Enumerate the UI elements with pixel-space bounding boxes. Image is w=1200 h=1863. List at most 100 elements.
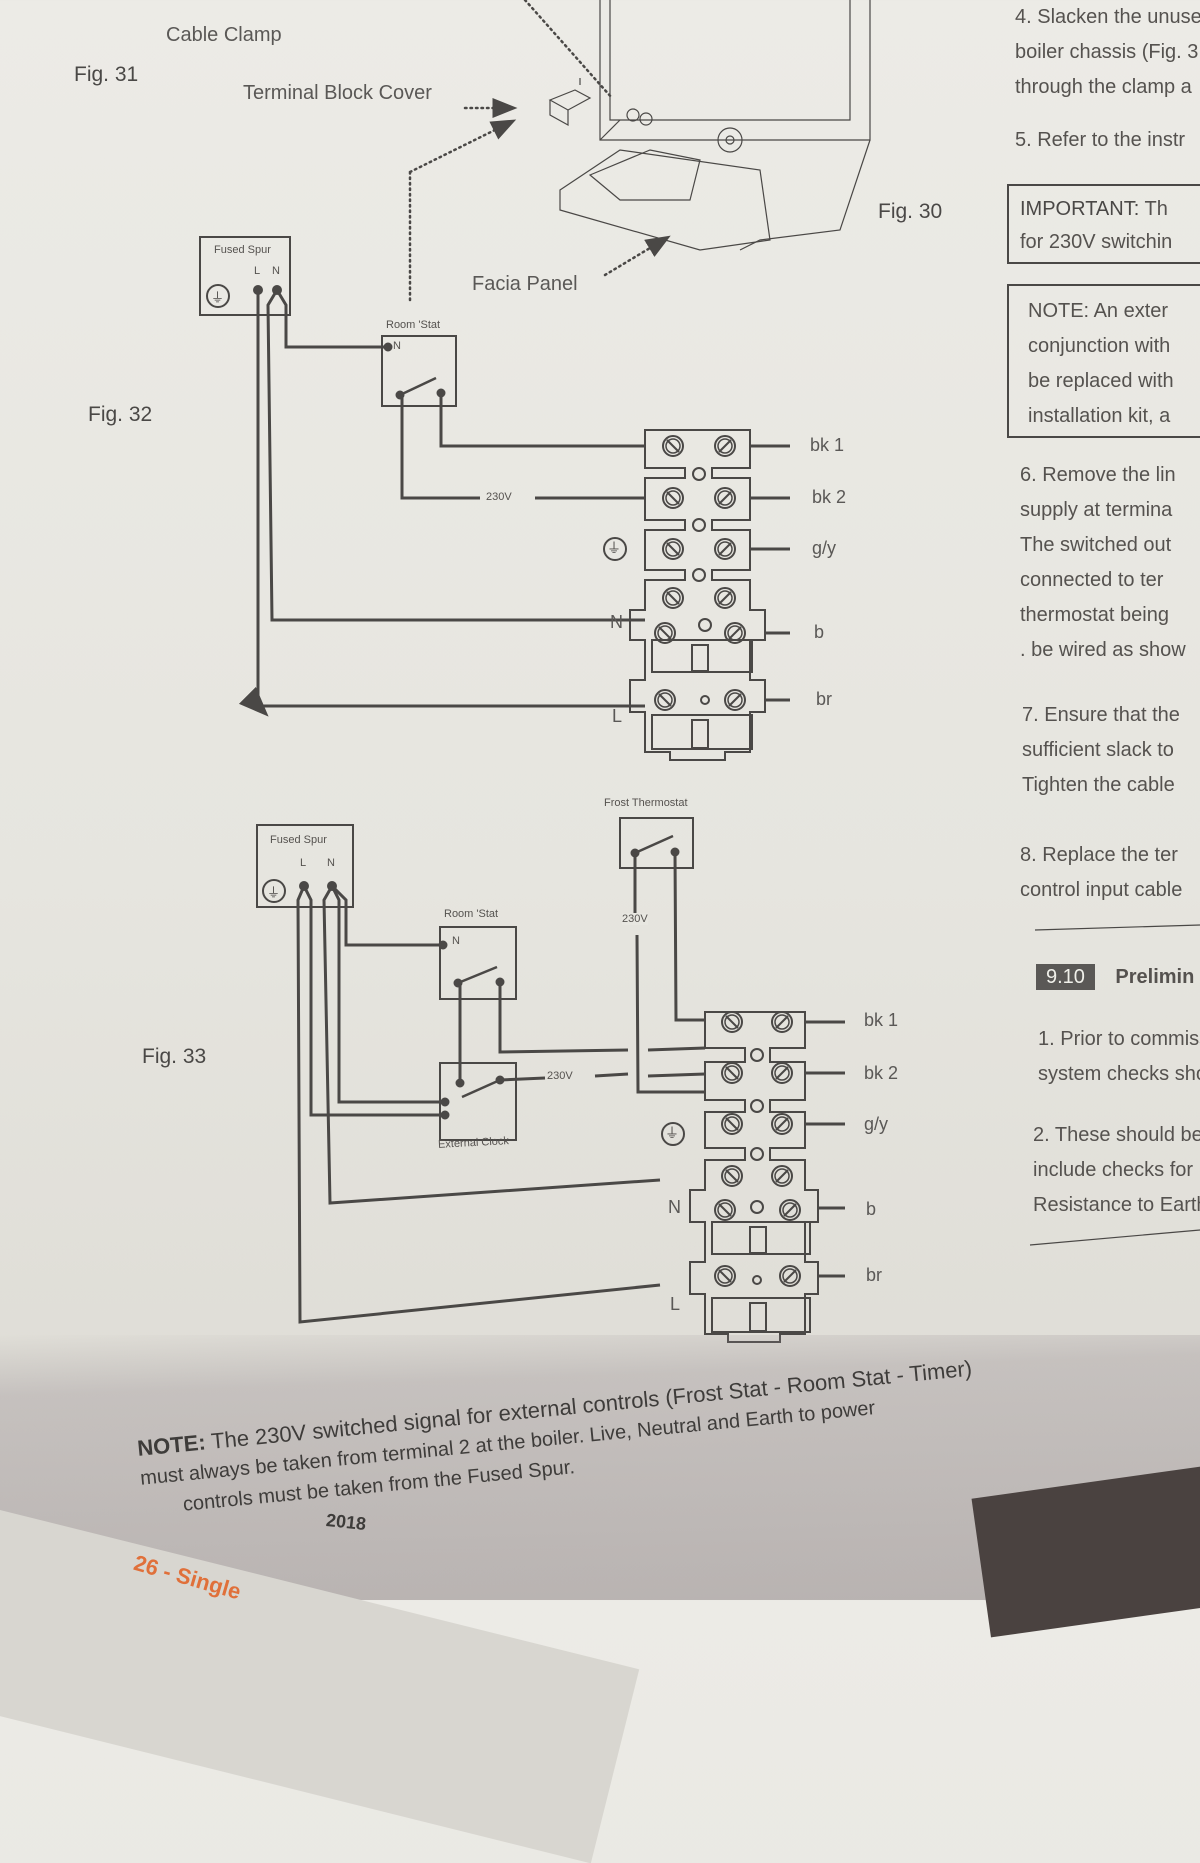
fig32-fused-spur-title: Fused Spur	[214, 244, 271, 256]
step-6-line: The switched out	[1020, 534, 1172, 556]
fig33-wire-bk1: bk 1	[864, 1010, 899, 1030]
screw-icon	[771, 1165, 793, 1187]
fig-33-caption: Fig. 33	[142, 1045, 207, 1068]
fig-30-caption: Fig. 30	[878, 200, 943, 223]
step-6: 6. Remove the lin supply at termina The …	[1020, 458, 1186, 668]
fig33-terminal-block	[661, 1011, 819, 1343]
fig32-terminal-l: L	[612, 706, 623, 726]
section-step-1-line: 1. Prior to commiss	[1038, 1028, 1200, 1050]
important-box-line1: IMPORTANT: Th	[1020, 192, 1168, 227]
fig33-wire-bk2: bk 2	[864, 1063, 899, 1083]
fig32-room-stat-title: Room 'Stat	[386, 319, 441, 331]
section-number-badge: 9.10	[1036, 964, 1095, 990]
screw-icon	[779, 1199, 801, 1221]
step-8: 8. Replace the ter control input cable	[1020, 838, 1182, 908]
note-box-lines: conjunction with be replaced with instal…	[1028, 329, 1174, 434]
screw-icon	[662, 435, 684, 457]
screw-icon	[662, 587, 684, 609]
fig33-room-stat-n: N	[452, 935, 460, 947]
terminal-screws	[654, 435, 801, 1287]
screw-icon	[714, 538, 736, 560]
right-column-boxes	[1007, 184, 1200, 1246]
wiring-diagrams	[199, 0, 1200, 1343]
section-step-2-line: Resistance to Earth,	[1033, 1194, 1200, 1216]
fig33-fused-spur-n: N	[327, 857, 335, 869]
fig33-room-stat-title: Room 'Stat	[444, 908, 499, 920]
section-title: Prelimin	[1115, 966, 1195, 988]
fig33-wire-br: br	[866, 1265, 883, 1285]
screw-icon	[654, 622, 676, 644]
fig32-wire-gy: g/y	[812, 538, 837, 558]
step-6-line: 6. Remove the lin	[1020, 464, 1176, 486]
fig-31-caption: Fig. 31	[74, 63, 139, 86]
fig33-wire-b: b	[866, 1199, 877, 1219]
fig33-230v-vertical: 230V	[622, 913, 648, 925]
step-4-line: boiler chassis (Fig. 3	[1015, 41, 1199, 63]
fig32-terminal-n: N	[610, 612, 623, 632]
section-step-1-line: system checks shou	[1038, 1063, 1200, 1085]
screw-icon	[721, 1165, 743, 1187]
step-7-line: Tighten the cable	[1022, 774, 1175, 796]
screw-icon	[771, 1113, 793, 1135]
label-facia-panel: Facia Panel	[472, 273, 578, 295]
screw-icon	[654, 689, 676, 711]
fig32-wire-bk1: bk 1	[810, 435, 845, 455]
fig33-terminal-n: N	[668, 1197, 681, 1217]
fig33-230v-horizontal: 230V	[547, 1070, 573, 1082]
section-step-2-line: include checks for E	[1033, 1159, 1200, 1181]
screw-icon	[662, 487, 684, 509]
boiler-illustration	[548, 0, 871, 251]
bottom-note-label: NOTE:	[136, 1429, 207, 1461]
screw-icon	[771, 1062, 793, 1084]
note-line: conjunction with	[1028, 335, 1171, 357]
note-text: An exter	[1089, 300, 1169, 322]
screw-icon	[714, 1265, 736, 1287]
fig33-output-wires	[805, 1020, 845, 1278]
fig32-wire-bk2: bk 2	[812, 487, 847, 507]
fig33-frost-thermostat-title: Frost Thermostat	[604, 797, 688, 809]
screw-icon	[779, 1265, 801, 1287]
section-heading: 9.10 Prelimin	[1036, 964, 1195, 990]
fig32-230v-label: 230V	[486, 491, 512, 503]
fig32-room-stat-n: N	[393, 340, 401, 352]
screw-icon	[724, 622, 746, 644]
screw-icon	[714, 487, 736, 509]
step-7: 7. Ensure that the sufficient slack to T…	[1022, 698, 1180, 803]
label-terminal-block-cover: Terminal Block Cover	[243, 82, 432, 104]
screw-icon	[721, 1062, 743, 1084]
step-4-line: 4. Slacken the unuse	[1015, 6, 1200, 28]
section-step-2: 2. These should be include checks for E …	[1033, 1118, 1200, 1223]
right-column-text: 4. Slacken the unuse boiler chassis (Fig…	[1015, 0, 1200, 158]
fig32-output-wires	[750, 444, 790, 702]
fig32-wire-b: b	[814, 622, 825, 642]
step-7-line: 7. Ensure that the	[1022, 704, 1180, 726]
screw-icon	[724, 689, 746, 711]
step-8-line: 8. Replace the ter	[1020, 844, 1178, 866]
fig32-fused-spur-n: N	[272, 265, 280, 277]
step-6-line: . be wired as show	[1020, 639, 1186, 661]
step-6-line: supply at termina	[1020, 499, 1173, 521]
screw-icon	[771, 1011, 793, 1033]
fig33-fused-spur-l: L	[300, 857, 307, 869]
fig32-block-earth-icon: ⏚	[607, 540, 621, 556]
fig32-wire-br: br	[816, 689, 833, 709]
step-4-line: through the clamp a	[1015, 76, 1192, 98]
step-5-line: 5. Refer to the instr	[1015, 129, 1186, 151]
note-label: NOTE:	[1028, 300, 1090, 322]
screw-icon	[721, 1011, 743, 1033]
screw-icon	[714, 435, 736, 457]
step-6-line: thermostat being	[1020, 604, 1169, 626]
label-cable-clamp: Cable Clamp	[166, 24, 282, 46]
fig33-block-earth-icon: ⏚	[665, 1125, 679, 1141]
fig33-earth-icon: ⏚	[267, 885, 281, 900]
important-text: Th	[1139, 198, 1168, 220]
fig-32-caption: Fig. 32	[88, 403, 153, 426]
footer-year: 2018	[325, 1509, 368, 1535]
screw-icon	[721, 1113, 743, 1135]
step-8-line: control input cable	[1020, 879, 1183, 901]
fig32-wiring	[199, 236, 645, 717]
note-box-line1: NOTE: An exter	[1028, 294, 1168, 329]
screw-icon	[662, 538, 684, 560]
leader-lines	[408, 0, 671, 302]
fig33-terminal-l: L	[670, 1294, 681, 1314]
